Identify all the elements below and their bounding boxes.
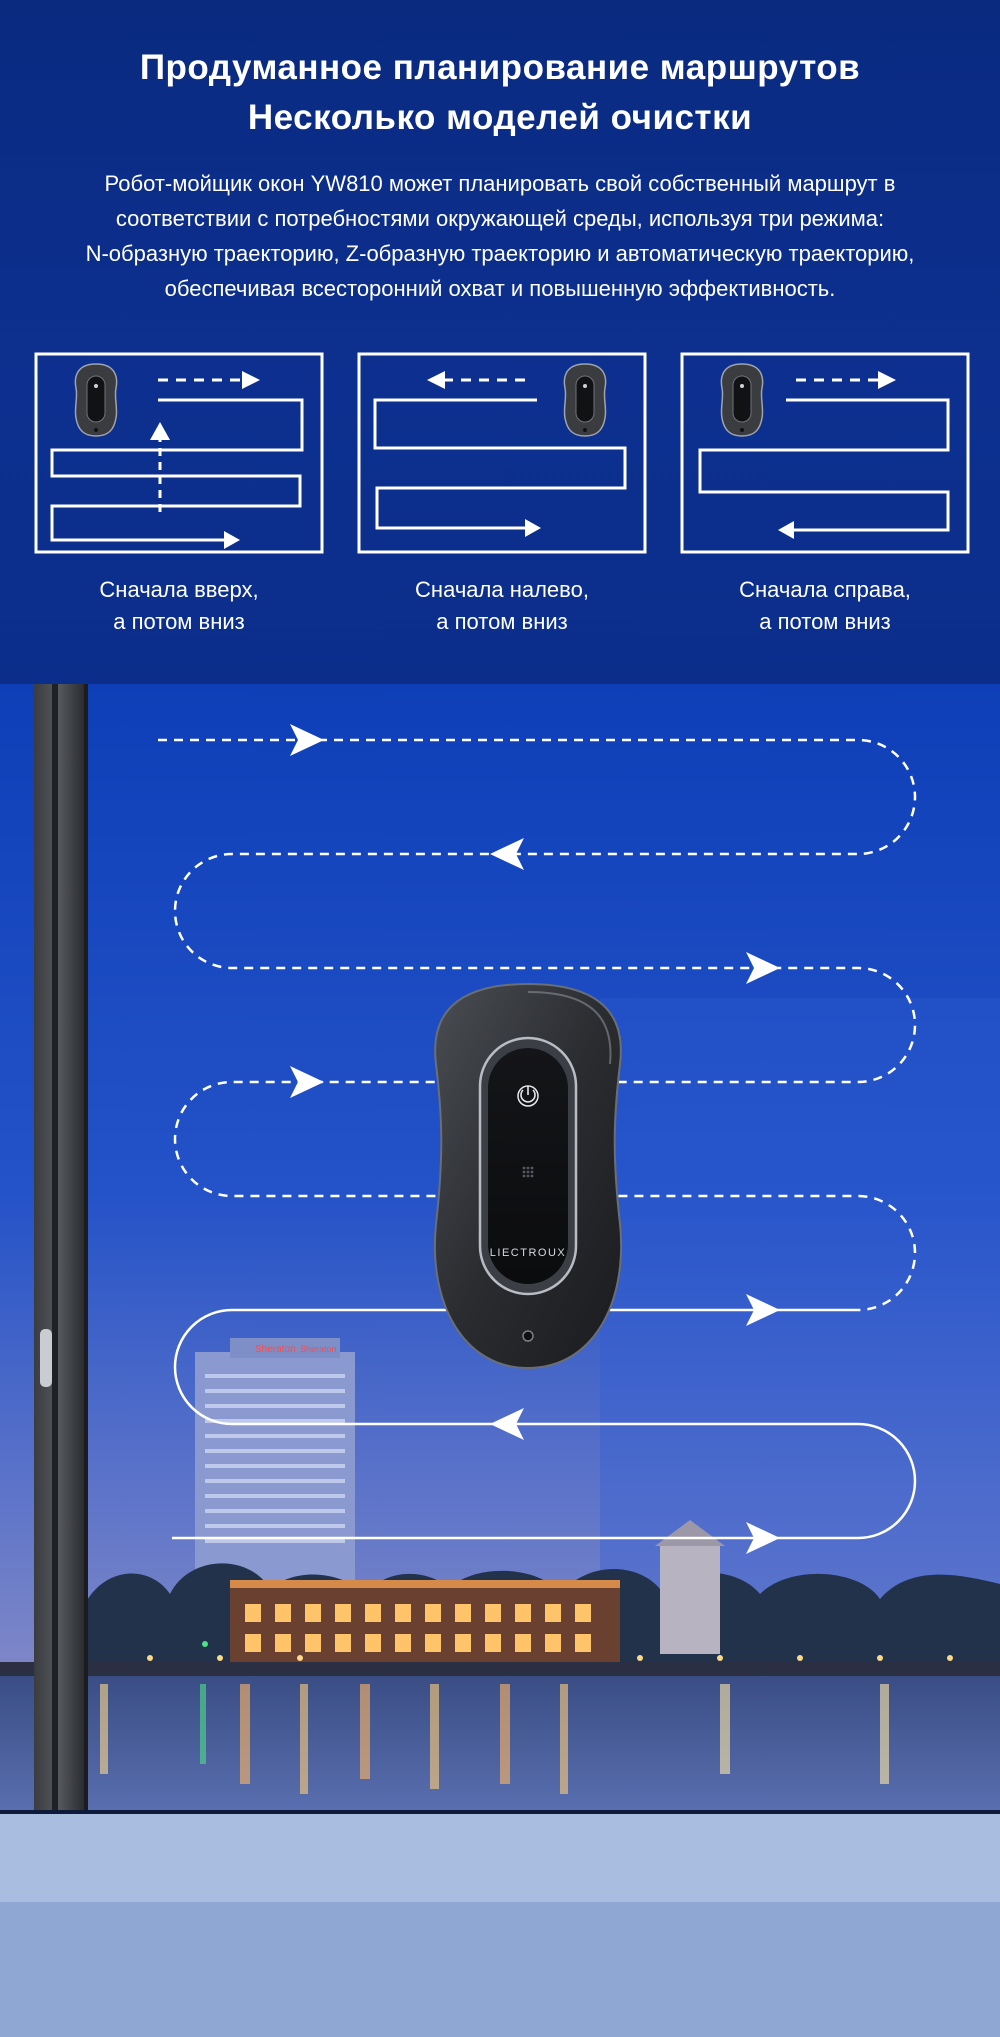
window-frame (34, 684, 88, 1814)
headline-line-2: Несколько моделей очистки (247, 98, 753, 137)
mode-caption: Сначала налево, а потом вниз (357, 574, 647, 638)
route-diagram (34, 352, 324, 554)
mode-caption-line: а потом вниз (436, 609, 568, 634)
mode-caption-line: Сначала вверх, (99, 577, 259, 602)
embankment (0, 1662, 1000, 1676)
mode-diagram-up-then-down (34, 352, 324, 554)
mode-caption: Сначала справа, а потом вниз (680, 574, 970, 638)
window-cleaning-scene: Sheraton Sheraton (0, 684, 1000, 1814)
description-line: обеспечивая всесторонний охват и повышен… (164, 276, 836, 301)
mode-caption-line: а потом вниз (759, 609, 891, 634)
route-diagram (357, 352, 647, 554)
street-lights (147, 1655, 953, 1661)
mode-diagram-right-then-down (680, 352, 970, 554)
mode-caption: Сначала вверх, а потом вниз (34, 574, 324, 638)
window-cleaning-robot: LIECTROUX (433, 982, 623, 1370)
description-line: соответствии с потребностями окружающей … (115, 206, 885, 231)
route-diagram (680, 352, 970, 554)
route-planning-section: Продуманное планирование маршрутов Неско… (0, 0, 1000, 684)
building-sign: Sheraton (255, 1344, 296, 1355)
window-handle (40, 1329, 52, 1387)
power-icon (517, 1085, 539, 1107)
robot-sensor (522, 1330, 534, 1342)
building-sign: Sheraton (300, 1344, 337, 1354)
waterfront-building (230, 1520, 725, 1664)
description-line: Робот-мойщик окон YW810 может планироват… (104, 171, 896, 196)
description: Робот-мойщик окон YW810 может планироват… (40, 166, 960, 306)
window-sill-edge (0, 1810, 1000, 1815)
description-line: N-образную траекторию, Z-образную траект… (85, 241, 915, 266)
path-arrows (290, 724, 780, 1554)
mode-caption-line: Сначала налево, (415, 577, 589, 602)
headline-line-1: Продуманное планирование маршрутов (139, 48, 861, 87)
footer-band (0, 1902, 1000, 2037)
window-sill (0, 1814, 1000, 1902)
mode-caption-line: а потом вниз (113, 609, 245, 634)
robot-brand: LIECTROUX (490, 1247, 566, 1259)
cleaned-path (172, 1308, 917, 1540)
speaker-icon (522, 1166, 534, 1178)
planned-path (158, 738, 917, 1312)
scene-illustration: Sheraton Sheraton (0, 684, 1000, 1814)
skyscraper: Sheraton Sheraton (195, 1338, 355, 1602)
mode-caption-line: Сначала справа, (739, 577, 911, 602)
mode-diagram-left-then-down (357, 352, 647, 554)
water-reflections (100, 1684, 889, 1794)
